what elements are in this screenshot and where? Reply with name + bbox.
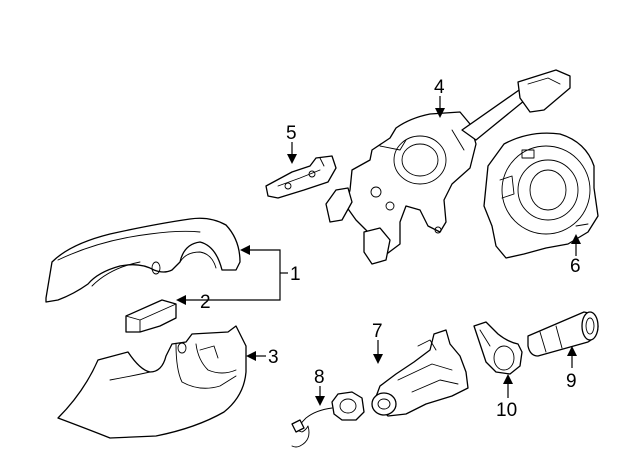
combination-switch [325, 69, 571, 265]
ignition-lock-housing [371, 329, 469, 417]
callout-5: 5 [286, 123, 297, 144]
upper-column-shroud [45, 217, 241, 303]
callout-9: 9 [566, 371, 577, 392]
callout-3: 3 [268, 347, 279, 368]
ignition-switch [291, 391, 365, 448]
lower-column-shroud [57, 325, 247, 439]
callout-2: 2 [200, 292, 211, 313]
trim-block [125, 299, 177, 333]
callout-8: 8 [314, 367, 325, 388]
callout-7: 7 [372, 321, 383, 342]
callout-6: 6 [570, 256, 581, 277]
switch-module [265, 155, 337, 199]
trim-ring [473, 321, 523, 375]
lock-cylinder [527, 311, 599, 357]
callout-1: 1 [290, 264, 301, 285]
callout-4: 4 [434, 77, 445, 98]
leader-lines [176, 96, 581, 406]
clock-spring [483, 132, 599, 259]
callout-10: 10 [496, 400, 517, 421]
